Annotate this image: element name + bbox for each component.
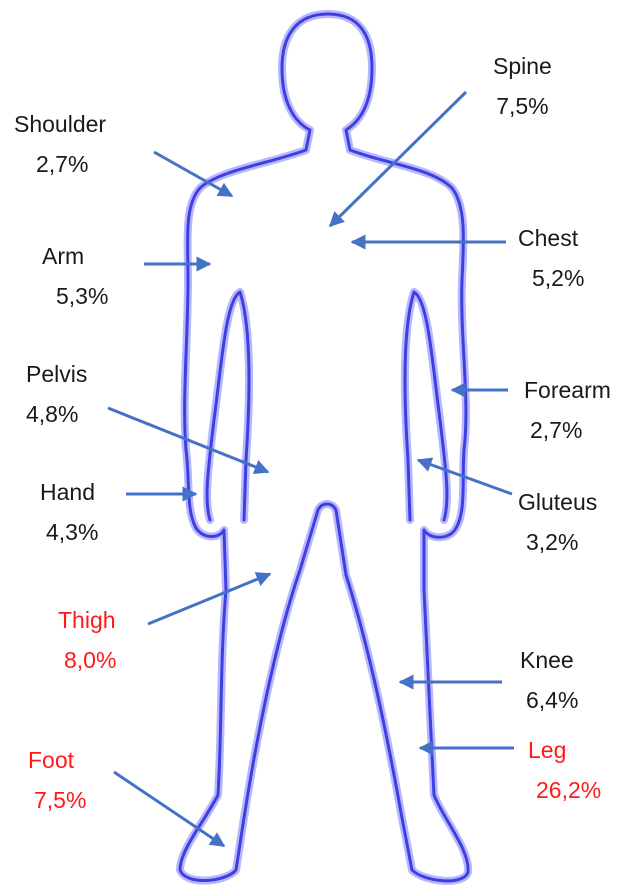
label-thigh-value: 8,0% bbox=[58, 640, 116, 680]
label-forearm-name: Forearm bbox=[524, 370, 611, 410]
label-forearm-value: 2,7% bbox=[524, 410, 611, 450]
label-hand-name: Hand bbox=[40, 472, 98, 512]
label-shoulder-name: Shoulder bbox=[14, 104, 106, 144]
label-spine: Spine 7,5% bbox=[493, 46, 552, 126]
label-forearm: Forearm 2,7% bbox=[524, 370, 611, 450]
label-chest-value: 5,2% bbox=[518, 258, 584, 298]
label-chest: Chest 5,2% bbox=[518, 218, 584, 298]
label-spine-value: 7,5% bbox=[493, 86, 552, 126]
label-arm: Arm 5,3% bbox=[42, 236, 108, 316]
label-hand-value: 4,3% bbox=[40, 512, 98, 552]
label-pelvis: Pelvis 4,8% bbox=[26, 354, 87, 434]
label-knee-value: 6,4% bbox=[520, 680, 578, 720]
label-pelvis-name: Pelvis bbox=[26, 354, 87, 394]
label-foot-value: 7,5% bbox=[28, 780, 86, 820]
label-knee-name: Knee bbox=[520, 640, 578, 680]
label-arm-value: 5,3% bbox=[42, 276, 108, 316]
arrow-spine bbox=[330, 92, 466, 226]
label-hand: Hand 4,3% bbox=[40, 472, 98, 552]
label-pelvis-value: 4,8% bbox=[26, 394, 87, 434]
label-leg: Leg 26,2% bbox=[528, 730, 601, 810]
label-leg-name: Leg bbox=[528, 730, 601, 770]
label-foot-name: Foot bbox=[28, 740, 86, 780]
label-gluteus: Gluteus 3,2% bbox=[518, 482, 597, 562]
label-chest-name: Chest bbox=[518, 218, 584, 258]
label-thigh-name: Thigh bbox=[58, 600, 116, 640]
label-knee: Knee 6,4% bbox=[520, 640, 578, 720]
label-spine-name: Spine bbox=[493, 46, 552, 86]
label-leg-value: 26,2% bbox=[528, 770, 601, 810]
label-shoulder-value: 2,7% bbox=[14, 144, 106, 184]
arrow-thigh bbox=[148, 574, 270, 624]
label-shoulder: Shoulder 2,7% bbox=[14, 104, 106, 184]
label-gluteus-value: 3,2% bbox=[518, 522, 597, 562]
label-thigh: Thigh 8,0% bbox=[58, 600, 116, 680]
label-foot: Foot 7,5% bbox=[28, 740, 86, 820]
label-gluteus-name: Gluteus bbox=[518, 482, 597, 522]
label-arm-name: Arm bbox=[42, 236, 108, 276]
human-body-outline bbox=[180, 14, 468, 881]
pointer-arrows bbox=[108, 92, 514, 846]
